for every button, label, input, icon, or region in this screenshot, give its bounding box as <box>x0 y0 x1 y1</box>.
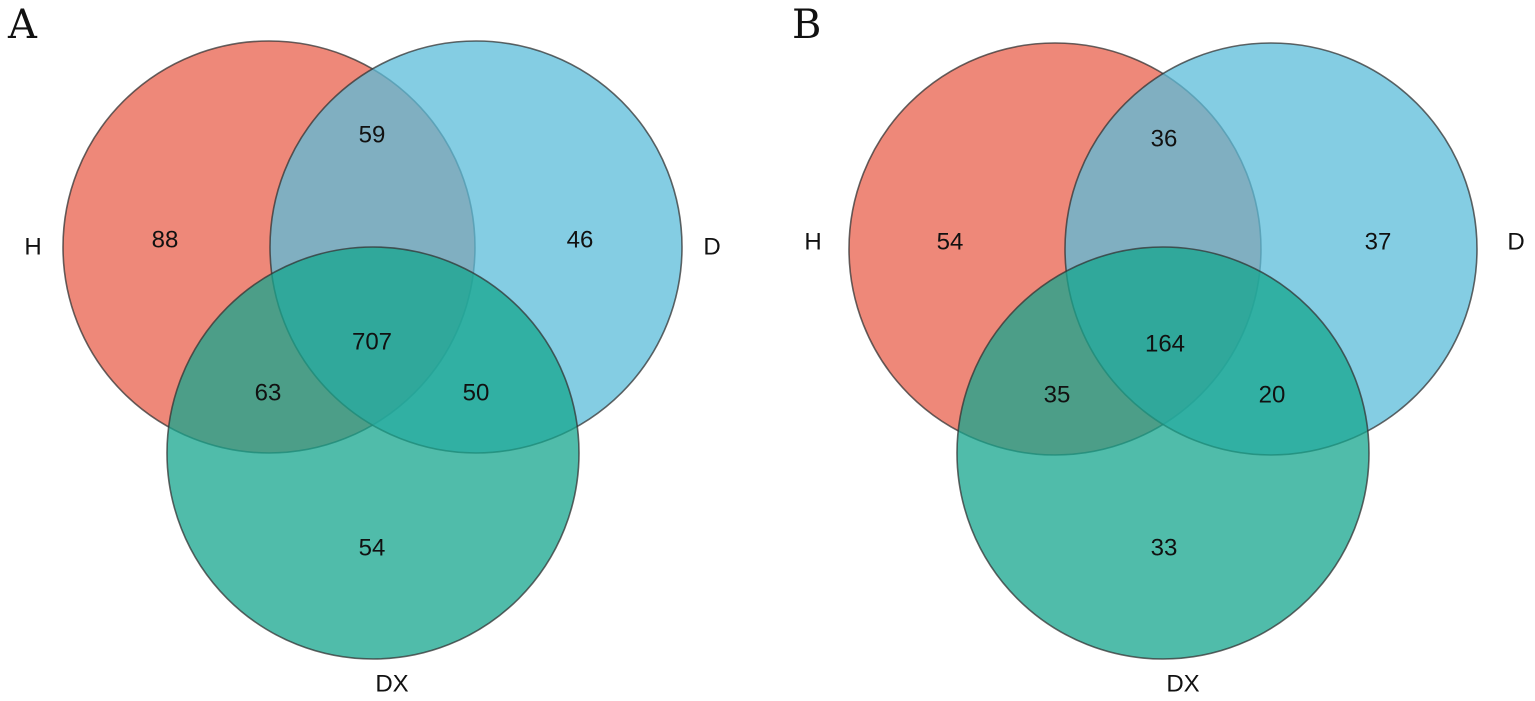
count-d-dx: 50 <box>463 380 490 407</box>
count-d-only: 46 <box>567 227 594 254</box>
venn-panel-a: A H D DX 88 46 54 59 63 50 707 <box>7 2 721 698</box>
set-h-label: H <box>24 234 41 261</box>
count-h-dx: 35 <box>1044 382 1071 409</box>
count-h-d: 36 <box>1151 126 1178 153</box>
set-d-label: D <box>1507 229 1524 256</box>
count-dx-only: 33 <box>1151 535 1178 562</box>
venn-panel-b: B H D DX 54 37 33 36 35 20 164 <box>792 2 1525 698</box>
count-h-only: 88 <box>152 227 179 254</box>
count-h-d: 59 <box>359 122 386 149</box>
count-d-dx: 20 <box>1259 382 1286 409</box>
count-h-d-dx: 707 <box>352 329 392 356</box>
set-h-label: H <box>804 229 821 256</box>
set-dx-circle <box>166 246 580 660</box>
count-h-only: 54 <box>937 229 964 256</box>
set-dx-label: DX <box>375 671 408 698</box>
count-dx-only: 54 <box>359 535 386 562</box>
set-d-label: D <box>703 234 720 261</box>
panel-a-letter: A <box>7 2 38 48</box>
count-h-dx: 63 <box>255 380 282 407</box>
set-dx-label: DX <box>1166 671 1199 698</box>
panel-b-letter: B <box>792 2 821 48</box>
count-h-d-dx: 164 <box>1145 331 1185 358</box>
set-dx-circle <box>956 246 1370 660</box>
count-d-only: 37 <box>1365 229 1392 256</box>
